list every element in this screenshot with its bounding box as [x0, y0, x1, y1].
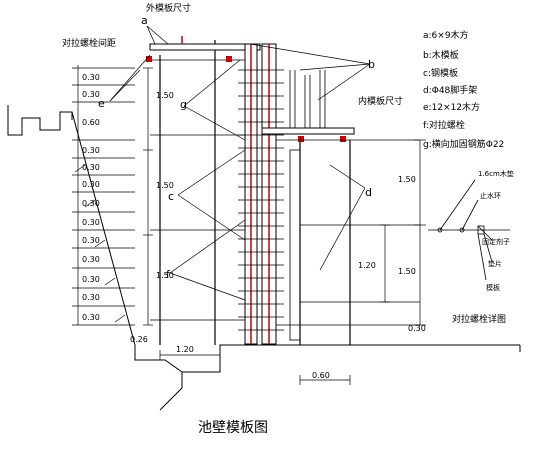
dim-030: 0.30 — [82, 199, 100, 208]
dim-030: 0.30 — [82, 163, 100, 172]
callout-b: b — [368, 58, 375, 71]
callout-leaders — [109, 25, 371, 301]
dim-030: 0.30 — [82, 218, 100, 227]
scaffold-ledgers-left — [150, 59, 245, 321]
dim-026: 0.26 — [130, 335, 148, 344]
detail-label: 固定剂子 — [482, 237, 510, 246]
legend-item: c:钢模板 — [423, 67, 458, 79]
outer-top-plank — [149, 43, 261, 51]
callout-f: f — [166, 268, 171, 281]
dim-030: 0.30 — [82, 90, 100, 99]
legend-item: f:对拉螺栓 — [423, 119, 465, 131]
dim-030: 0.30 — [82, 293, 100, 302]
tie-bolt-detail — [428, 179, 510, 281]
dim-150: 1.50 — [156, 91, 174, 100]
dim-150: 1.50 — [156, 271, 174, 280]
dim-bottom-060: 0.60 — [312, 371, 330, 380]
right-dimension-chain — [380, 139, 426, 326]
dim-060: 0.60 — [82, 118, 100, 127]
callout-e: e — [98, 97, 105, 110]
bottom-dims — [159, 350, 351, 385]
detail-label: 垫片 — [488, 259, 502, 268]
dim-right-030: 0.30 — [408, 324, 426, 333]
inner-scaffold — [276, 70, 420, 341]
callout-a: a — [141, 14, 148, 27]
legend-item: d:Φ48脚手架 — [423, 84, 477, 96]
inner-formwork-size-label: 内模板尺寸 — [358, 95, 403, 107]
callout-c: c — [168, 190, 174, 203]
callout-g: g — [180, 98, 187, 111]
tie-bolt-detail-label: 对拉螺栓详图 — [452, 313, 506, 325]
tie-bolt-spacing-label: 对拉螺栓间距 — [62, 37, 116, 49]
dim-030: 0.30 — [82, 236, 100, 245]
dim-right-150: 1.50 — [398, 267, 416, 276]
dim-bottom-120: 1.20 — [176, 345, 194, 354]
dim-030: 0.30 — [82, 146, 100, 155]
left-dimension-labels: 0.30 0.30 0.60 0.30 0.30 0.30 0.30 0.30 … — [82, 73, 148, 344]
inner-vertical-dims — [143, 67, 153, 326]
dim-right-120: 1.20 — [358, 261, 376, 270]
detail-label: 模板 — [486, 283, 500, 292]
dim-030: 0.30 — [82, 275, 100, 284]
dim-030: 0.30 — [82, 255, 100, 264]
dim-030: 0.30 — [82, 73, 100, 82]
detail-label: 1.6cm木垫 — [478, 169, 514, 178]
red-tie-markers — [146, 56, 346, 142]
inner-top-plank — [261, 127, 355, 135]
soil-hatching — [74, 164, 126, 323]
legend-item: e:12×12木方 — [423, 101, 480, 113]
horizontal-rebars — [238, 69, 284, 331]
legend-item: a:6×9木方 — [423, 29, 469, 41]
wall-formwork — [244, 43, 277, 345]
dim-right-150: 1.50 — [398, 175, 416, 184]
left-dimension-chain — [72, 65, 135, 326]
callout-d: d — [365, 186, 372, 199]
dim-030: 0.30 — [82, 313, 100, 322]
legend-item: g:横向加固钢筋Φ22 — [423, 138, 504, 150]
outer-formwork-size-label: 外模板尺寸 — [146, 2, 191, 14]
drawing-title: 池壁模板图 — [198, 420, 268, 436]
dim-030: 0.30 — [82, 180, 100, 189]
legend: a:6×9木方 b:木模板 c:钢模板 d:Φ48脚手架 e:12×12木方 f… — [423, 29, 504, 150]
legend-item: b:木模板 — [423, 49, 459, 61]
detail-label: 止水环 — [480, 191, 501, 200]
dim-150: 1.50 — [156, 181, 174, 190]
